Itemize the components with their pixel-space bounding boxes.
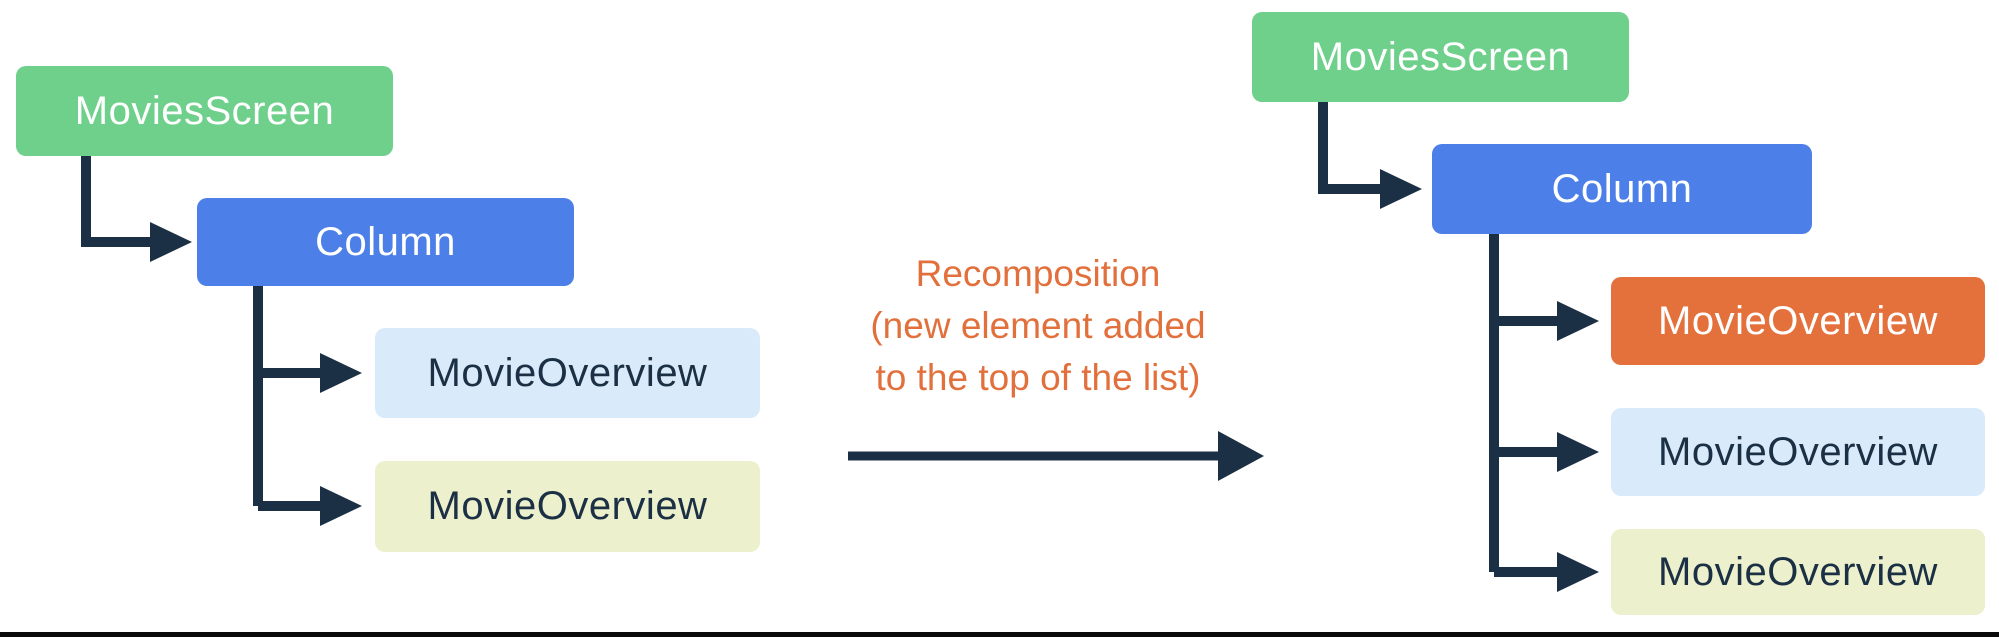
left-node-column: Column xyxy=(197,198,574,286)
left-node-moviesscreen: MoviesScreen xyxy=(16,66,393,156)
left-connector-root-to-column xyxy=(81,151,150,247)
recomposition-arrowhead xyxy=(1218,431,1264,481)
left-arrowhead-branch-2 xyxy=(320,486,362,526)
annotation-line-3: to the top of the list) xyxy=(875,357,1201,398)
right-arrowhead-branch-3 xyxy=(1557,552,1599,592)
right-node-movieoverview-new: MovieOverview xyxy=(1611,277,1985,365)
right-node-column: Column xyxy=(1432,144,1812,234)
annotation-line-1: Recomposition xyxy=(915,253,1161,294)
right-node-movieoverview-1: MovieOverview xyxy=(1611,408,1985,496)
left-node-movieoverview-2: MovieOverview xyxy=(375,461,760,552)
left-arrowhead-branch-1 xyxy=(320,353,362,393)
left-arrowhead-column xyxy=(150,222,192,262)
right-node-movieoverview-2: MovieOverview xyxy=(1611,529,1985,615)
right-connector-root-to-column xyxy=(1318,97,1380,194)
right-arrowhead-branch-2 xyxy=(1557,432,1599,472)
annotation-line-2: (new element added xyxy=(870,305,1206,346)
bottom-divider xyxy=(0,632,1999,637)
left-node-movieoverview-1: MovieOverview xyxy=(375,328,760,418)
right-node-moviesscreen: MoviesScreen xyxy=(1252,12,1629,102)
right-arrowhead-branch-1 xyxy=(1557,301,1599,341)
recomposition-annotation: Recomposition (new element added to the … xyxy=(818,248,1258,404)
right-arrowhead-column xyxy=(1380,169,1422,209)
